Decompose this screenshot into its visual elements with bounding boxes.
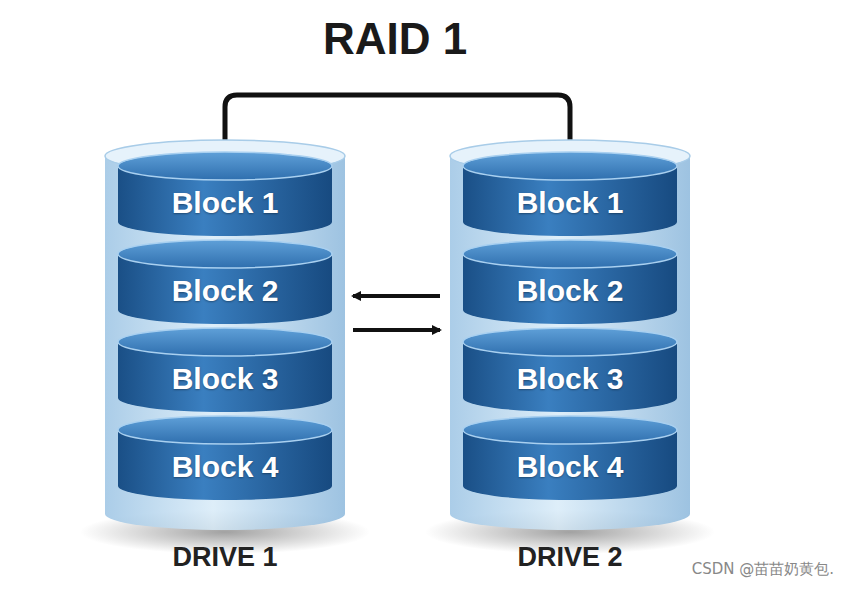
data-block: Block 3 bbox=[463, 328, 677, 412]
block-label: Block 4 bbox=[118, 450, 332, 484]
data-block: Block 4 bbox=[118, 416, 332, 500]
data-block: Block 2 bbox=[118, 240, 332, 324]
drive-label: DRIVE 2 bbox=[430, 542, 710, 573]
block-label: Block 1 bbox=[463, 186, 677, 220]
block-label: Block 1 bbox=[118, 186, 332, 220]
block-label: Block 2 bbox=[463, 274, 677, 308]
block-label: Block 3 bbox=[118, 362, 332, 396]
watermark: CSDN @苗苗奶黄包. bbox=[690, 560, 836, 579]
drive-cylinder: DRIVE 1Block 1Block 2Block 3Block 4 bbox=[105, 140, 345, 530]
block-label: Block 3 bbox=[463, 362, 677, 396]
data-block: Block 1 bbox=[118, 152, 332, 236]
data-block: Block 4 bbox=[463, 416, 677, 500]
block-label: Block 2 bbox=[118, 274, 332, 308]
drive-label: DRIVE 1 bbox=[85, 542, 365, 573]
sync-arrow bbox=[353, 328, 440, 332]
sync-arrow bbox=[353, 294, 440, 298]
data-block: Block 3 bbox=[118, 328, 332, 412]
block-label: Block 4 bbox=[463, 450, 677, 484]
diagram-title: RAID 1 bbox=[0, 14, 790, 64]
drive-cylinder: DRIVE 2Block 1Block 2Block 3Block 4 bbox=[450, 140, 690, 530]
data-block: Block 2 bbox=[463, 240, 677, 324]
data-block: Block 1 bbox=[463, 152, 677, 236]
